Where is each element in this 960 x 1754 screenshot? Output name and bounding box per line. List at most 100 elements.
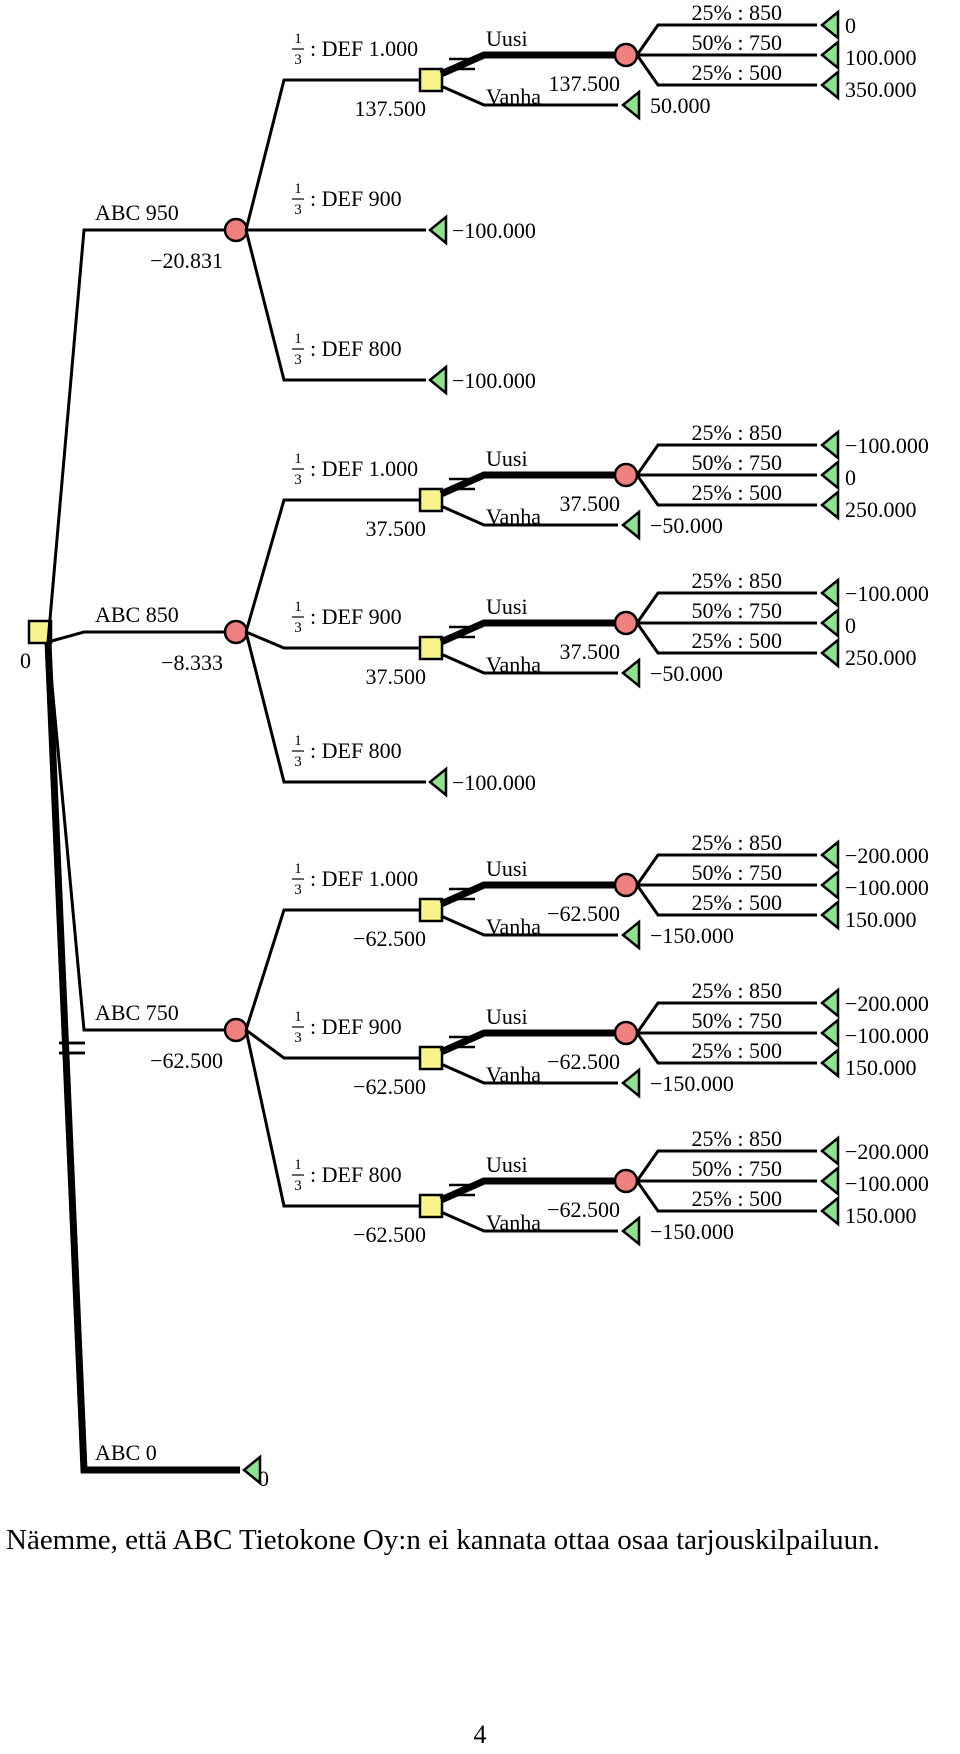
probability-branch-line [244,229,426,382]
outcome-payoff: 0 [845,13,856,38]
scenario-label: : DEF 800 [310,1162,402,1187]
chance-node [223,1017,249,1043]
decision-node [418,1045,444,1071]
outcome-payoff: 150.000 [845,1055,917,1080]
outcome-label: 25% : 850 [692,420,782,445]
outcome-payoff: −100.000 [845,875,929,900]
terminal-node [428,364,448,396]
probability-denominator: 3 [294,202,302,218]
probability-numerator: 1 [294,1157,302,1173]
option-label: ABC 850 [95,602,179,627]
terminal-node [621,89,641,121]
terminal-node [820,1047,840,1079]
probability-numerator: 1 [294,451,302,467]
outcome-label: 25% : 850 [692,1126,782,1151]
outcome-payoff: −100.000 [845,433,929,458]
vanha-payoff: 50.000 [650,93,711,118]
outcome-label: 25% : 500 [692,1038,782,1063]
scenario-label: : DEF 900 [310,1014,402,1039]
probability-branch-line [245,1028,420,1060]
uusi-branch-line [439,471,614,498]
scenario-label: : DEF 800 [310,738,402,763]
option-value: −20.831 [150,248,223,273]
probability-denominator: 3 [294,1030,302,1046]
outcome-label: 50% : 750 [692,30,782,55]
vanha-payoff: −150.000 [650,1071,734,1096]
scenario-label: : DEF 900 [310,604,402,629]
uusi-label: Uusi [486,594,528,619]
outcome-branch-line [635,591,817,624]
terminal-node [820,1165,840,1197]
probability-denominator: 3 [294,472,302,488]
chance-node [613,610,639,636]
outcome-payoff: 150.000 [845,907,917,932]
terminal-node [820,869,840,901]
outcome-label: 25% : 850 [692,978,782,1003]
uusi-branch-line [439,51,614,78]
scenario-label: : DEF 800 [310,336,402,361]
terminal-node [820,459,840,491]
probability-denominator: 3 [294,620,302,636]
scenario-label: : DEF 900 [310,186,402,211]
probability-branch-line [245,630,420,650]
decision-node [418,897,444,923]
outcome-branch-line [635,622,817,655]
terminal-payoff: −100.000 [452,770,536,795]
root-decision-node [27,619,53,645]
vanha-branch-line [440,84,618,107]
uusi-branch-line [439,619,614,646]
probability-branch-line [244,908,420,1031]
outcome-payoff: 250.000 [845,497,917,522]
outcome-payoff: −200.000 [845,843,929,868]
decision-node [418,487,444,513]
decision-value: −62.500 [353,926,426,951]
terminal-node [621,1067,641,1099]
vanha-payoff: −150.000 [650,1219,734,1244]
uusi-value: −62.500 [547,1049,620,1074]
outcome-branch-line [635,853,817,886]
terminal-node [820,9,840,41]
chance-node [613,1168,639,1194]
terminal-node [820,1135,840,1167]
uusi-label: Uusi [486,1004,528,1029]
outcome-payoff: −200.000 [845,991,929,1016]
vanha-label: Vanha [486,1210,541,1235]
outcome-payoff: 0 [845,613,856,638]
outcome-label: 50% : 750 [692,598,782,623]
outcome-label: 25% : 500 [692,1186,782,1211]
decision-node [418,635,444,661]
outcome-label: 50% : 750 [692,450,782,475]
scenario-label: : DEF 1.000 [310,456,418,481]
uusi-branch-line [439,1177,614,1204]
outcome-branch-line [635,474,817,507]
probability-numerator: 1 [294,599,302,615]
probability-denominator: 3 [294,352,302,368]
probability-branch-line [244,1029,420,1208]
vanha-branch-line [440,914,618,937]
uusi-label: Uusi [486,26,528,51]
decision-node [418,1193,444,1219]
outcome-payoff: 350.000 [845,77,917,102]
probability-numerator: 1 [294,1009,302,1025]
outcome-payoff: −100.000 [845,1023,929,1048]
outcome-payoff: −100.000 [845,581,929,606]
probability-denominator: 3 [294,882,302,898]
vanha-branch-line [440,1062,618,1085]
outcome-label: 25% : 500 [692,628,782,653]
uusi-value: −62.500 [547,1197,620,1222]
outcome-branch-line [635,443,817,476]
terminal-node [621,657,641,689]
vanha-payoff: −50.000 [650,513,723,538]
terminal-node [621,1215,641,1247]
terminal-node [820,1017,840,1049]
probability-numerator: 1 [294,331,302,347]
terminal-node [820,1195,840,1227]
scenario-label: : DEF 1.000 [310,36,418,61]
uusi-value: 37.500 [560,639,621,664]
terminal-node [621,919,641,951]
vanha-label: Vanha [486,84,541,109]
probability-numerator: 1 [294,181,302,197]
conclusion-text: Näemme, että ABC Tietokone Oy:n ei kanna… [6,1524,880,1556]
probability-denominator: 3 [294,52,302,68]
terminal-node [820,489,840,521]
